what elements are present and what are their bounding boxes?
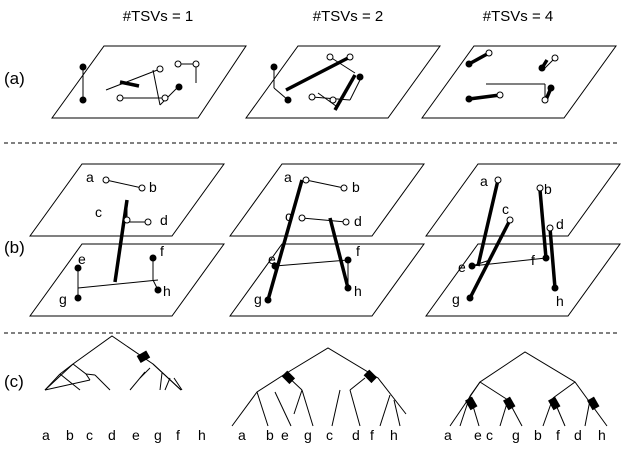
leaf-label: e <box>281 427 289 443</box>
plane <box>421 45 617 119</box>
tsv-marker <box>281 370 296 385</box>
leaf-label: f <box>176 427 180 443</box>
row-a-col-3 <box>421 45 617 119</box>
plane <box>245 45 441 119</box>
plane-lower <box>229 243 425 317</box>
row-c-col-1: a b c d e g f h <box>42 335 206 443</box>
node-label-d: d <box>354 213 362 229</box>
row-a-col-2 <box>245 45 441 119</box>
leaf-label: f <box>370 427 374 443</box>
row-label-b: (b) <box>4 238 25 257</box>
node-label-e: e <box>78 251 86 267</box>
header-tsv-4: #TSVs = 4 <box>483 8 553 25</box>
row-a-col-1 <box>51 45 247 119</box>
node-label-g: g <box>59 291 67 307</box>
leaf-label: c <box>326 427 333 443</box>
leaf-label: e <box>474 427 482 443</box>
plane-lower <box>425 243 621 317</box>
leaf-label: d <box>108 427 116 443</box>
node-label-h: h <box>354 283 362 299</box>
node-label-e: e <box>458 259 466 275</box>
node-label-b: b <box>352 179 360 195</box>
leaf-label: c <box>486 427 493 443</box>
leaf-label: a <box>238 427 246 443</box>
leaf-label: a <box>42 427 50 443</box>
plane-lower <box>29 243 225 317</box>
node-label-a: a <box>480 173 488 189</box>
tsv-marker <box>136 350 151 363</box>
tsv-marker <box>465 396 478 411</box>
node-label-b: b <box>544 181 552 197</box>
leaf-label: h <box>198 427 206 443</box>
row-c-col-2: a b e g c d f h <box>231 347 407 443</box>
node-label-f: f <box>531 252 535 268</box>
leaf-label: f <box>556 427 560 443</box>
node-label-g: g <box>254 291 262 307</box>
node-label-d: d <box>160 212 168 228</box>
node-label-c: c <box>95 204 102 220</box>
tsv-marker <box>548 396 561 411</box>
plane-upper <box>29 163 225 237</box>
node-label-e: e <box>268 251 276 267</box>
tsv-marker <box>363 369 378 384</box>
leaf-label: a <box>444 427 452 443</box>
leaf-label: g <box>512 427 520 443</box>
leaf-label: h <box>390 427 398 443</box>
tsv-marker <box>503 396 516 411</box>
leaf-label: g <box>304 427 312 443</box>
row-b-col-1: a b c d e f g h <box>29 163 225 317</box>
node-label-c: c <box>502 201 509 217</box>
header-tsv-2: #TSVs = 2 <box>313 8 383 25</box>
header-tsv-1: #TSVs = 1 <box>123 8 193 25</box>
leaf-label: b <box>534 427 542 443</box>
node-label-d: d <box>556 216 564 232</box>
row-b-col-3: a b c d e f g h <box>425 163 621 317</box>
leaf-label: c <box>86 427 93 443</box>
leaf-label: h <box>598 427 606 443</box>
row-c-col-3: a e c g b f d h <box>444 351 608 443</box>
row-b-col-2: a b c d e f g h <box>229 163 425 317</box>
node-label-a: a <box>86 169 94 185</box>
leaf-label: g <box>154 427 162 443</box>
row-label-c: (c) <box>4 372 24 391</box>
plane <box>51 45 247 119</box>
node-label-h: h <box>163 283 171 299</box>
node-label-g: g <box>452 291 460 307</box>
tsv-marker <box>587 396 600 411</box>
node-label-f: f <box>356 243 360 259</box>
plane-upper <box>229 163 425 237</box>
node-label-c: c <box>285 208 292 224</box>
node-label-h: h <box>556 293 564 309</box>
leaf-label: b <box>266 427 274 443</box>
leaf-label: e <box>132 427 140 443</box>
plane-upper <box>425 163 621 237</box>
node-label-f: f <box>160 243 164 259</box>
row-label-a: (a) <box>4 69 25 88</box>
node-label-b: b <box>149 179 157 195</box>
leaf-label: d <box>352 427 360 443</box>
leaf-label: b <box>66 427 74 443</box>
node-label-a: a <box>284 169 292 185</box>
leaf-label: d <box>574 427 582 443</box>
